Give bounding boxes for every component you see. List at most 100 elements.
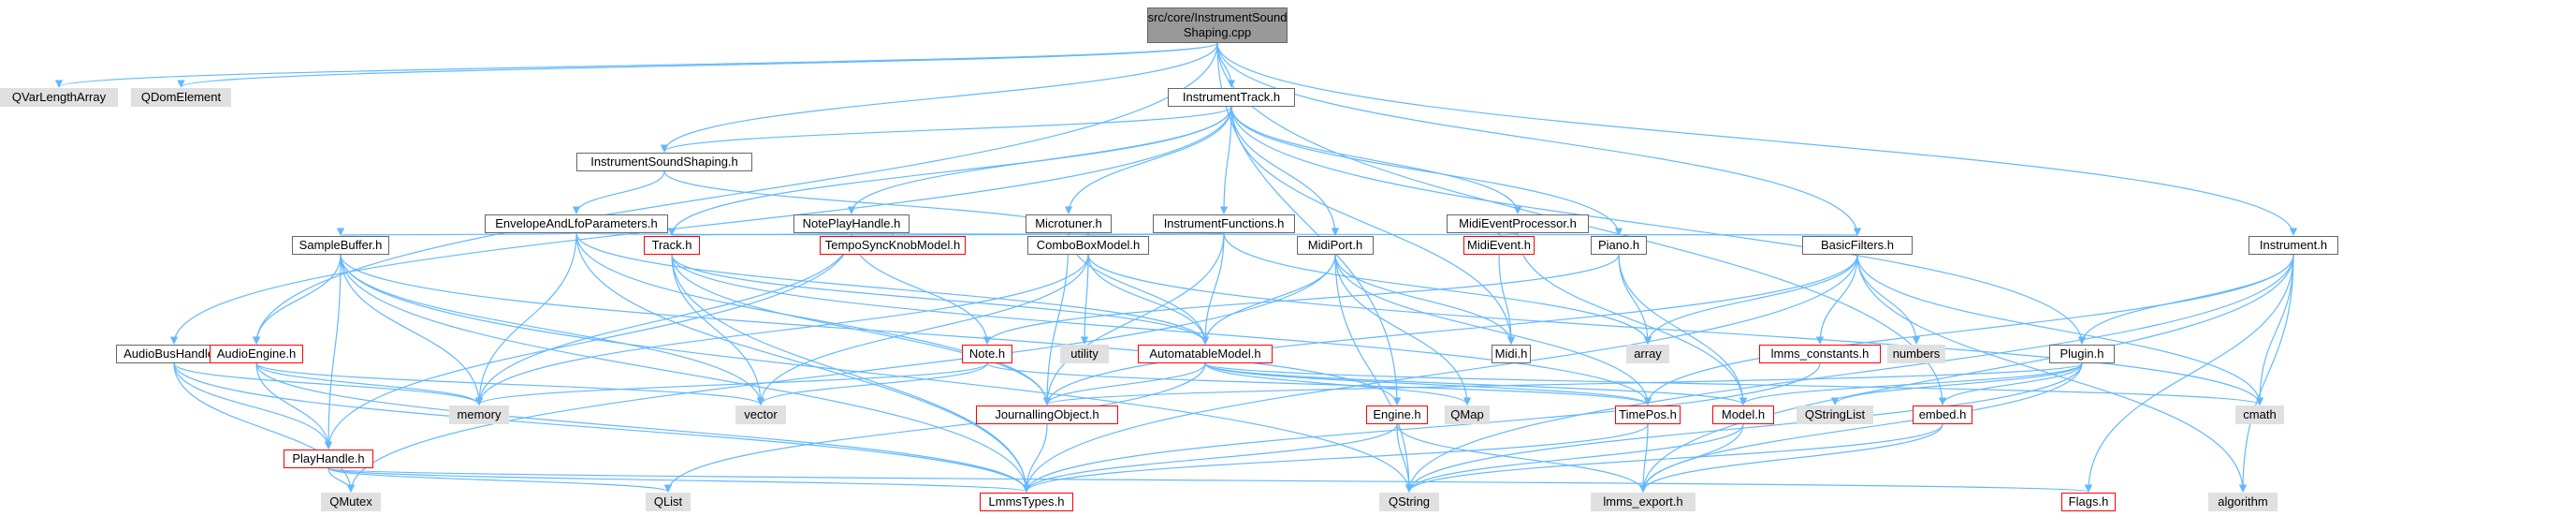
edge-envlfo-to-lmmstypes — [575, 232, 1031, 493]
edge-plugin-to-qstring — [1404, 362, 2083, 493]
node-audioengine[interactable]: AudioEngine.h — [210, 345, 303, 363]
edge-automatable-to-journal — [1042, 362, 1206, 406]
edge-audiobus-to-qmutex — [173, 362, 356, 493]
edge-combobox-to-memory — [474, 254, 1089, 406]
edge-insttrack-to-audiobus — [169, 106, 1232, 345]
node-noteplay[interactable]: NotePlayHandle.h — [793, 214, 910, 233]
edge-combobox-to-automatable — [1087, 254, 1210, 345]
edge-piano-to-array — [1618, 254, 1652, 345]
node-timepos[interactable]: TimePos.h — [1615, 406, 1681, 424]
edge-insttrack-to-track — [667, 106, 1232, 236]
node-qmutex: QMutex — [321, 493, 381, 511]
node-qvarlen: QVarLengthArray — [0, 88, 118, 107]
node-engine[interactable]: Engine.h — [1366, 406, 1428, 424]
edge-instrument-to-timepos — [1643, 254, 2294, 406]
edge-note-to-vector — [756, 362, 988, 406]
edge-timepos-to-lmmsexport — [1638, 423, 1649, 493]
edge-automatable-to-model — [1204, 362, 1747, 406]
node-basicfilters[interactable]: BasicFilters.h — [1802, 236, 1913, 255]
edge-timepos-to-lmmstypes — [1022, 423, 1649, 493]
edge-noteplay-to-playhandle — [324, 232, 852, 450]
edge-note-to-memory — [474, 362, 988, 406]
edge-insttrack-to-plugin — [1230, 106, 2087, 345]
node-lmmstypes[interactable]: LmmsTypes.h — [980, 493, 1073, 511]
edge-combobox-to-cmath — [1087, 254, 2264, 406]
edge-noteplay-to-memory — [474, 232, 852, 406]
edge-note-to-timepos — [986, 362, 1652, 406]
edge-audioengine-to-memory — [255, 362, 484, 406]
node-root[interactable]: src/core/InstrumentSound Shaping.cpp — [1147, 7, 1288, 43]
node-insttrack[interactable]: InstrumentTrack.h — [1168, 88, 1295, 107]
edge-audioengine-to-playhandle — [255, 362, 333, 450]
edge-samplebuf-to-audioengine — [252, 254, 342, 345]
node-cmath: cmath — [2235, 406, 2284, 424]
edge-piano-to-note — [982, 254, 1620, 345]
edge-midiport-to-qstring — [1334, 254, 1414, 493]
edge-instshaping-to-envlfo — [572, 170, 665, 214]
edge-track-to-vector — [671, 254, 765, 406]
edge-basicfilters-to-journal — [1042, 254, 1858, 406]
edge-microtuner-to-journal — [1042, 232, 1070, 406]
node-playhandle[interactable]: PlayHandle.h — [284, 450, 373, 468]
node-flags[interactable]: Flags.h — [2061, 493, 2116, 511]
edge-midievent-to-midi — [1498, 254, 1516, 345]
node-audiobus[interactable]: AudioBusHandle.h — [116, 345, 232, 363]
node-instshaping[interactable]: InstrumentSoundShaping.h — [576, 153, 752, 171]
edge-insttrack-to-instshaping — [660, 106, 1232, 153]
edge-plugin-to-lmmsexport — [1638, 362, 2083, 493]
edge-engine-to-qstring — [1396, 423, 1414, 493]
edge-instfunc-to-tempo — [892, 227, 1225, 236]
node-piano[interactable]: Piano.h — [1591, 236, 1647, 255]
edge-insttrack-to-piano — [1230, 106, 1623, 236]
edge-automatable-to-qlist — [663, 362, 1206, 493]
edge-combobox-to-utility — [1080, 254, 1089, 345]
node-plugin[interactable]: Plugin.h — [2049, 345, 2115, 363]
edge-noteplay-to-track — [670, 227, 852, 236]
node-journal[interactable]: JournallingObject.h — [976, 406, 1118, 424]
node-numbers: numbers — [1887, 345, 1945, 363]
node-microtuner[interactable]: Microtuner.h — [1026, 214, 1112, 233]
node-instrument[interactable]: Instrument.h — [2249, 236, 2338, 255]
edge-insttrack-to-midiproc — [1230, 106, 1522, 214]
node-tempo[interactable]: TempoSyncKnobModel.h — [820, 236, 966, 255]
node-note[interactable]: Note.h — [962, 345, 1012, 363]
edge-model-to-qstring — [1404, 423, 1744, 493]
edge-instrument-to-flags — [2084, 254, 2294, 493]
edge-basicfilters-to-lmmstypes — [1022, 254, 1858, 493]
node-lmmsconst[interactable]: lmms_constants.h — [1759, 345, 1881, 363]
edge-embed-to-lmmsexport — [1638, 423, 1943, 493]
edge-insttrack-to-midiport — [1230, 106, 1340, 236]
edge-midiport-to-qmap — [1334, 254, 1472, 406]
edge-audioengine-to-vector — [255, 362, 765, 406]
node-automatable[interactable]: AutomatableModel.h — [1138, 345, 1273, 363]
node-qlist: QList — [646, 493, 691, 511]
node-lmmsexport: lmms_export.h — [1591, 493, 1696, 511]
node-track[interactable]: Track.h — [644, 236, 700, 255]
edge-envlfo-to-journal — [575, 232, 1052, 406]
node-midi[interactable]: Midi.h — [1492, 345, 1531, 363]
node-instfunc[interactable]: InstrumentFunctions.h — [1153, 214, 1295, 233]
edge-track-to-automatable — [671, 254, 1210, 345]
node-envlfo[interactable]: EnvelopeAndLfoParameters.h — [485, 214, 668, 233]
node-embed[interactable]: embed.h — [1913, 406, 1972, 424]
edge-plugin-to-embed — [1938, 362, 2083, 406]
edge-journal-to-lmmstypes — [1022, 423, 1048, 493]
edge-model-to-lmmsexport — [1638, 423, 1744, 493]
edge-root-to-instrument — [1216, 42, 2298, 236]
edge-noteplay-to-basicfilters — [851, 229, 1858, 236]
edge-midiport-to-timepos — [1334, 254, 1652, 406]
node-model[interactable]: Model.h — [1712, 406, 1774, 424]
edge-midiport-to-midi — [1334, 254, 1516, 345]
edge-instrument-to-algorithm — [2238, 254, 2294, 493]
edge-samplebuf-to-qstring — [340, 254, 1414, 493]
edge-insttrack-to-microtuner — [1064, 106, 1232, 214]
node-samplebuf[interactable]: SampleBuffer.h — [292, 236, 389, 255]
node-midiproc[interactable]: MidiEventProcessor.h — [1447, 214, 1589, 233]
node-midievent[interactable]: MidiEvent.h — [1463, 236, 1535, 255]
edge-plugin-to-qstringlist — [1830, 362, 2083, 406]
node-midiport[interactable]: MidiPort.h — [1297, 236, 1374, 255]
edge-instrument-to-plugin — [2077, 254, 2294, 345]
edge-embed-to-qstring — [1404, 423, 1943, 493]
node-combobox[interactable]: ComboBoxModel.h — [1027, 236, 1149, 255]
